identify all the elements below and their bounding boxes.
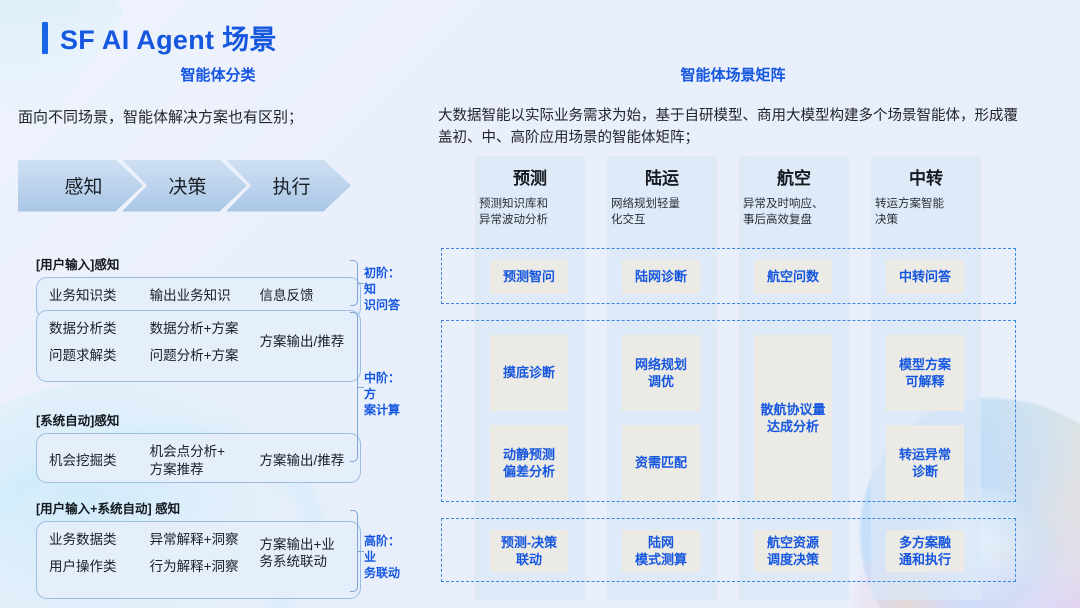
matrix-tile[interactable]: 预测-决策 联动 xyxy=(490,530,568,572)
cell-action: 机会点分析+ 方案推荐 xyxy=(149,444,225,477)
matrix-tile[interactable]: 转运异常 诊断 xyxy=(886,425,964,501)
column-title: 航空 xyxy=(777,169,811,188)
page-title: SF AI Agent 场景 xyxy=(42,18,277,57)
right-subtitle: 智能体场景矩阵 xyxy=(680,67,786,84)
right-panel: 智能体场景矩阵 大数据智能以实际业务需求为始，基于自研模型、商用大模型构建多个场… xyxy=(438,64,1028,150)
section-label-user-input: [用户输入]感知 xyxy=(36,258,120,272)
left-section-4: [用户输入+系统自动] 感知 业务数据类 用户操作类 异常解释+洞察 行为解释+… xyxy=(18,488,418,599)
cell-action: 问题分析+方案 xyxy=(149,347,239,363)
column-header-air: 航空 异常及时响应、 事后高效复盘 xyxy=(739,164,849,229)
stage-label: 执行 xyxy=(272,177,311,198)
left-panel: 智能体分类 面向不同场景，智能体解决方案也有区别； 感知 决策 执行 xyxy=(18,64,418,212)
cell-output: 方案输出/推荐 xyxy=(259,334,345,350)
matrix-tile[interactable]: 航空资源 调度决策 xyxy=(754,530,832,572)
cell-output: 信息反馈 xyxy=(259,288,314,303)
bracket-tier-1 xyxy=(350,260,364,306)
column-header-ground: 陆运 网络规划轻量 化交互 xyxy=(607,164,717,229)
left-section-2: 数据分析类 问题求解类 数据分析+方案 问题分析+方案 方案输出/推荐 xyxy=(18,310,418,382)
column-title: 陆运 xyxy=(645,169,679,188)
cell-category: 业务数据类 xyxy=(49,532,117,547)
bracket-tier-3 xyxy=(350,510,364,592)
stage-label: 决策 xyxy=(168,177,207,198)
title-label: SF AI Agent 场景 xyxy=(60,25,277,55)
cell-output: 方案输出/推荐 xyxy=(259,452,345,468)
left-subtitle: 智能体分类 xyxy=(180,67,256,84)
cell-action: 数据分析+方案 xyxy=(149,321,239,336)
matrix-tile[interactable]: 模型方案 可解释 xyxy=(886,335,964,411)
title-accent-bar xyxy=(42,21,48,54)
matrix-tile[interactable]: 中转问答 xyxy=(886,260,964,294)
section-box-3[interactable]: 机会挖掘类 机会点分析+ 方案推荐 方案输出/推荐 xyxy=(36,433,361,483)
column-title: 中转 xyxy=(909,169,943,188)
column-desc: 转运方案智能 决策 xyxy=(875,198,944,227)
matrix-tile[interactable]: 陆网 模式测算 xyxy=(622,530,700,572)
matrix-tile[interactable]: 多方案融 通和执行 xyxy=(886,530,964,572)
section-label-combined: [用户输入+系统自动] 感知 xyxy=(36,502,181,516)
bracket-tier-2 xyxy=(350,312,364,462)
section-box-2[interactable]: 数据分析类 问题求解类 数据分析+方案 问题分析+方案 方案输出/推荐 xyxy=(36,310,361,382)
column-desc: 预测知识库和 异常波动分析 xyxy=(479,198,548,227)
matrix-tile[interactable]: 航空问数 xyxy=(754,260,832,294)
left-section-1: [用户输入]感知 业务知识类 输出业务知识 信息反馈 xyxy=(18,244,418,319)
matrix-row-tier-3: 预测-决策 联动 陆网 模式测算 航空资源 调度决策 多方案融 通和执行 xyxy=(441,518,1016,582)
cell-category: 机会挖掘类 xyxy=(49,452,117,468)
matrix-tile[interactable]: 预测智问 xyxy=(490,260,568,294)
matrix-tile[interactable]: 动静预测 偏差分析 xyxy=(490,425,568,501)
section-box-4[interactable]: 业务数据类 用户操作类 异常解释+洞察 行为解释+洞察 方案输出+业 务系统联动 xyxy=(36,521,361,599)
cell-output: 方案输出+业 务系统联动 xyxy=(259,536,335,570)
cell-category: 业务知识类 xyxy=(49,288,117,303)
column-header-transfer: 中转 转运方案智能 决策 xyxy=(871,164,981,229)
tier-label-2: 中阶：方 案计算 xyxy=(364,371,401,418)
matrix-tile[interactable]: 陆网诊断 xyxy=(622,260,700,294)
cell-category: 问题求解类 xyxy=(49,347,117,363)
cell-category: 用户操作类 xyxy=(49,558,117,574)
cell-action: 异常解释+洞察 xyxy=(149,532,239,547)
column-desc: 网络规划轻量 化交互 xyxy=(611,198,680,227)
left-section-3: [系统自动]感知 机会挖掘类 机会点分析+ 方案推荐 方案输出/推荐 xyxy=(18,400,418,483)
tier-label-1: 初阶：知 识问答 xyxy=(364,266,401,313)
matrix-tile[interactable]: 摸底诊断 xyxy=(490,335,568,411)
tier-label-3: 高阶：业 务联动 xyxy=(364,534,401,581)
matrix-row-tier-1: 预测智问 陆网诊断 航空问数 中转问答 xyxy=(441,248,1016,304)
stage-label: 感知 xyxy=(64,177,103,198)
matrix-column-headers: 预测 预测知识库和 异常波动分析 陆运 网络规划轻量 化交互 航空 异常及时响应… xyxy=(438,156,1024,244)
left-lead-text: 面向不同场景，智能体解决方案也有区别； xyxy=(18,109,304,126)
section-label-system-auto: [系统自动]感知 xyxy=(36,414,120,428)
column-header-forecast: 预测 预测知识库和 异常波动分析 xyxy=(475,164,585,229)
cell-action: 行为解释+洞察 xyxy=(149,558,239,574)
matrix-tile[interactable]: 网络规划 调优 xyxy=(622,335,700,411)
matrix-row-tier-2: 摸底诊断 动静预测 偏差分析 网络规划 调优 资需匹配 散航协议量 达成分析 模… xyxy=(441,320,1016,502)
matrix-tile[interactable]: 散航协议量 达成分析 xyxy=(754,335,832,501)
cell-category: 数据分析类 xyxy=(49,321,117,336)
stage-chevron-perception[interactable]: 感知 xyxy=(18,159,143,212)
scenario-matrix: 预测 预测知识库和 异常波动分析 陆运 网络规划轻量 化交互 航空 异常及时响应… xyxy=(438,156,1024,600)
stage-chevrons: 感知 决策 执行 xyxy=(18,159,418,212)
cell-action: 输出业务知识 xyxy=(149,288,231,303)
matrix-tile[interactable]: 资需匹配 xyxy=(622,425,700,501)
column-title: 预测 xyxy=(513,169,547,188)
column-desc: 异常及时响应、 事后高效复盘 xyxy=(743,198,824,227)
right-lead-text: 大数据智能以实际业务需求为始，基于自研模型、商用大模型构建多个场景智能体，形成覆… xyxy=(438,108,1018,147)
